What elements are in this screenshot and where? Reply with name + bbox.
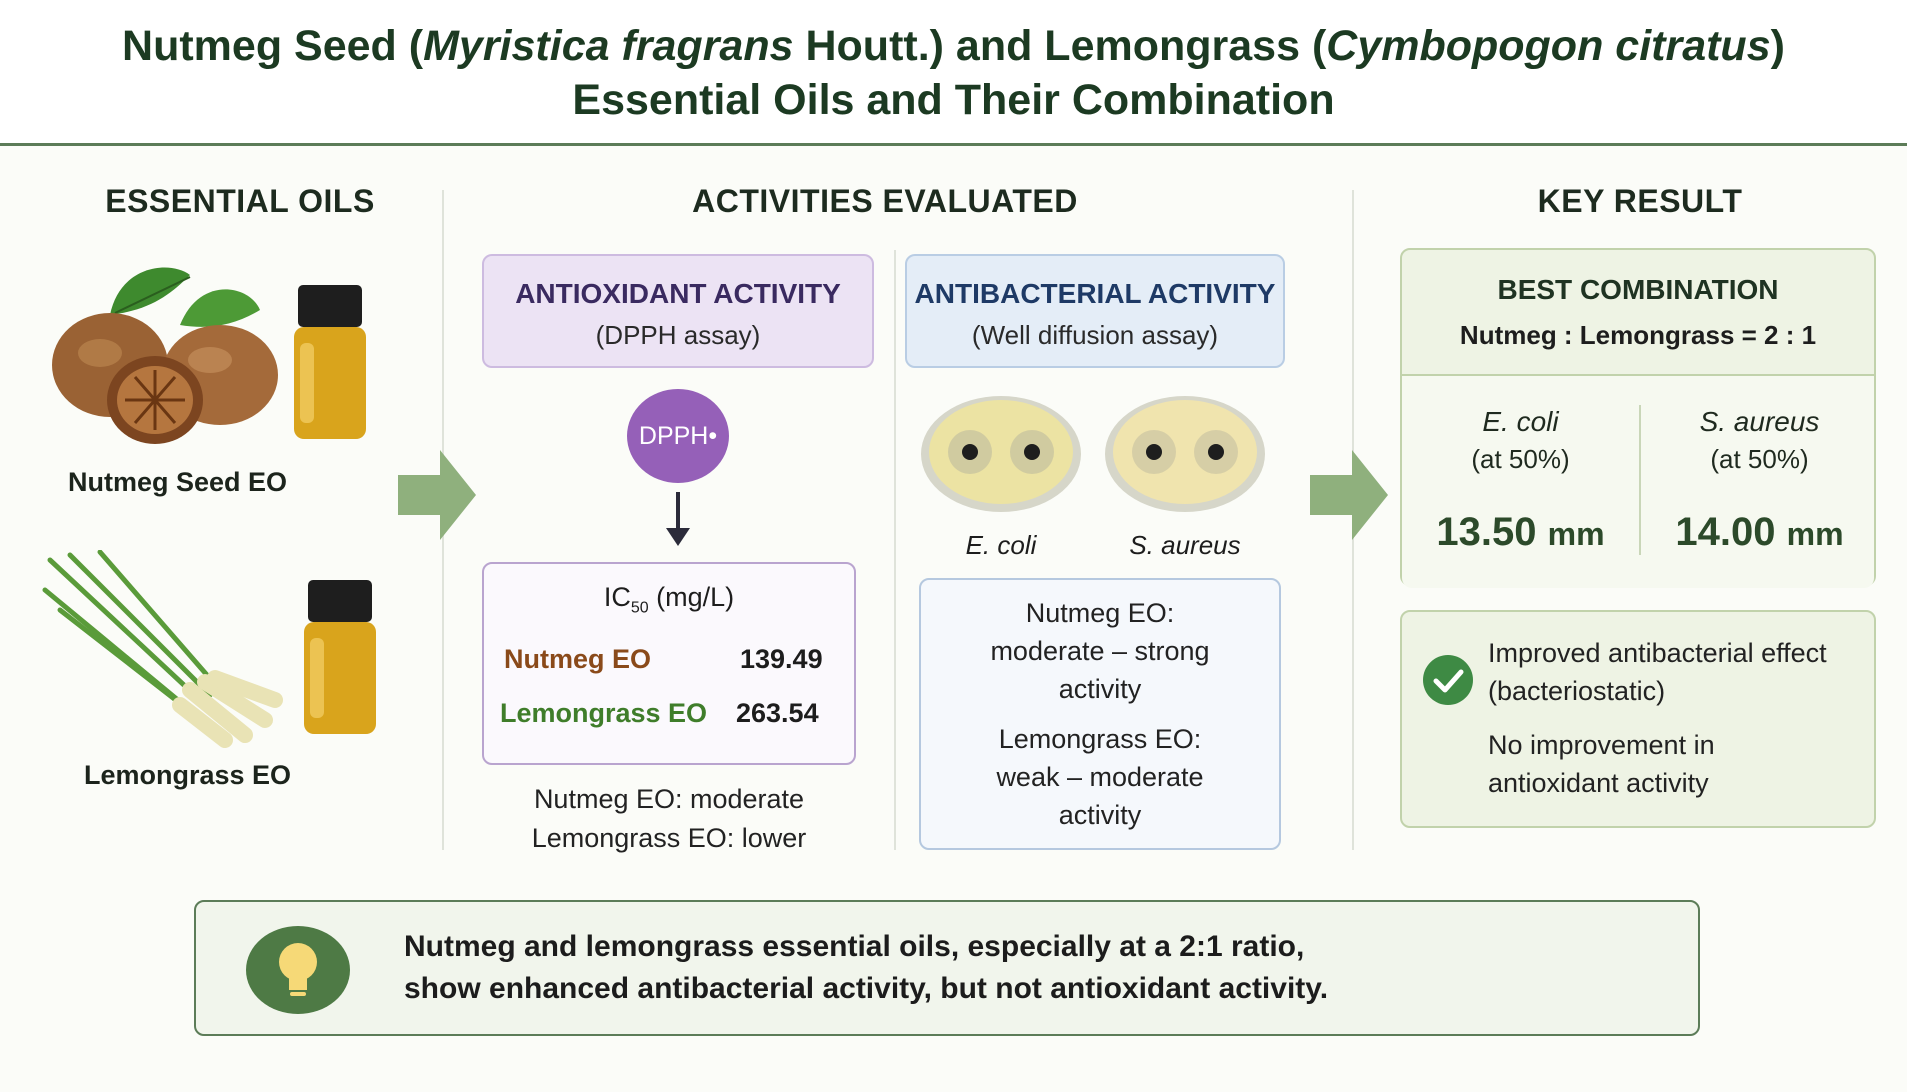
ic50-results-box: IC50 (mg/L) Nutmeg EO 139.49 Lemongrass …: [482, 562, 856, 765]
antioxidant-assay-label: (DPPH assay): [595, 320, 761, 350]
title-text: Houtt.) and Lemongrass (: [793, 22, 1327, 70]
ic50-subscript: 50: [630, 599, 649, 617]
ic50-label: IC: [603, 582, 631, 612]
ic50-lemongrass-value: 263.54: [736, 698, 819, 728]
nutmeg-seed-eo-label: Nutmeg Seed EO: [68, 467, 288, 497]
antibacterial-results-box: Nutmeg EO: moderate – strong activity Le…: [919, 578, 1281, 850]
result-saureus-name: S. aureus: [1699, 406, 1820, 437]
antibacterial-lemongrass-activity: activity: [1058, 800, 1142, 830]
antibacterial-activity-box: ANTIBACTERIAL ACTIVITY (Well diffusion a…: [905, 254, 1285, 368]
title-text: ): [1770, 22, 1785, 70]
antibacterial-lemongrass-label: Lemongrass EO:: [998, 724, 1202, 754]
effect-summary-box: Improved antibacterial effect (bacterios…: [1400, 610, 1876, 828]
result-ecoli-zone: 13.50 mm: [1402, 510, 1639, 555]
lemongrass-oil-bottle-icon: [304, 580, 376, 734]
title-text: Nutmeg Seed (: [122, 22, 424, 70]
activities-heading: ACTIVITIES EVALUATED: [692, 183, 1078, 219]
effect-no-improvement: No improvement in: [1488, 730, 1715, 760]
checkmark-icon: [1423, 655, 1473, 705]
arrow-right-icon: [1310, 450, 1388, 540]
ic50-nutmeg-name: Nutmeg EO: [504, 644, 652, 674]
antioxidant-note-lemongrass: Lemongrass EO: lower: [531, 823, 807, 853]
result-saureus-unit: mm: [1786, 516, 1844, 552]
antibacterial-assay-label: (Well diffusion assay): [971, 320, 1219, 350]
ic50-heading: IC50 (mg/L): [484, 582, 854, 617]
result-ecoli-unit: mm: [1547, 516, 1605, 552]
petri-dish-ecoli-icon: [921, 396, 1081, 512]
dpph-radical-badge: DPPH•: [627, 389, 729, 483]
nutmeg-seed-illustration: [52, 267, 278, 444]
zone-results-panel: [1402, 374, 1874, 588]
result-ecoli-name: E. coli: [1482, 406, 1559, 437]
best-combination-title: BEST COMBINATION: [1497, 274, 1779, 305]
result-ecoli-condition: (at 50%): [1471, 444, 1570, 474]
lemongrass-eo-label: Lemongrass EO: [84, 760, 292, 790]
title-line-1: Nutmeg Seed (Myristica fragrans Houtt.) …: [0, 22, 1907, 71]
dish-label-saureus: S. aureus: [1129, 530, 1241, 560]
dish-label-ecoli: E. coli: [965, 530, 1037, 560]
antioxidant-activity-box: ANTIOXIDANT ACTIVITY (DPPH assay): [482, 254, 874, 368]
effect-antioxidant: antioxidant activity: [1488, 768, 1709, 798]
antioxidant-note-nutmeg: Nutmeg EO: moderate: [533, 784, 805, 814]
ic50-lemongrass-name: Lemongrass EO: [500, 698, 708, 728]
effect-antibacterial: Improved antibacterial effect: [1488, 638, 1827, 668]
key-result-heading: KEY RESULT: [1537, 183, 1743, 219]
conclusion-line-1: Nutmeg and lemongrass essential oils, es…: [404, 930, 1305, 963]
title-species-2: Cymbopogon citratus: [1326, 22, 1771, 70]
result-ecoli-value: 13.50: [1436, 510, 1537, 554]
lightbulb-icon: [246, 926, 350, 1014]
antibacterial-activity-title: ANTIBACTERIAL ACTIVITY: [914, 278, 1276, 309]
result-saureus-zone: 14.00 mm: [1641, 510, 1878, 555]
essential-oils-heading: ESSENTIAL OILS: [105, 183, 375, 219]
column-divider: [894, 250, 896, 850]
antibacterial-nutmeg-strength: moderate – strong: [990, 636, 1210, 666]
results-divider: [1639, 405, 1641, 555]
effect-bacteriostatic: (bacteriostatic): [1488, 676, 1666, 706]
lemongrass-illustration: [42, 550, 283, 748]
combination-ratio: Nutmeg : Lemongrass = 2 : 1: [1459, 320, 1817, 350]
arrow-down-icon: [666, 492, 690, 546]
antioxidant-activity-title: ANTIOXIDANT ACTIVITY: [515, 278, 841, 309]
header: Nutmeg Seed (Myristica fragrans Houtt.) …: [0, 0, 1907, 146]
conclusion-line-2: show enhanced antibacterial activity, bu…: [404, 972, 1329, 1005]
nutmeg-oil-bottle-icon: [294, 285, 366, 439]
antibacterial-lemongrass-strength: weak – moderate: [996, 762, 1204, 792]
arrow-right-icon: [398, 450, 476, 540]
petri-dish-saureus-icon: [1105, 396, 1265, 512]
title-line-2: Essential Oils and Their Combination: [572, 76, 1335, 124]
ic50-nutmeg-value: 139.49: [740, 644, 823, 674]
title-species-1: Myristica fragrans: [423, 22, 794, 70]
ic50-unit: (mg/L): [648, 582, 735, 612]
result-saureus-condition: (at 50%): [1710, 444, 1809, 474]
conclusion-box: Nutmeg and lemongrass essential oils, es…: [194, 900, 1700, 1036]
antibacterial-nutmeg-label: Nutmeg EO:: [1025, 598, 1175, 628]
result-saureus-value: 14.00: [1675, 510, 1776, 554]
antibacterial-nutmeg-activity: activity: [1058, 674, 1142, 704]
best-combination-box: BEST COMBINATION Nutmeg : Lemongrass = 2…: [1400, 248, 1878, 588]
